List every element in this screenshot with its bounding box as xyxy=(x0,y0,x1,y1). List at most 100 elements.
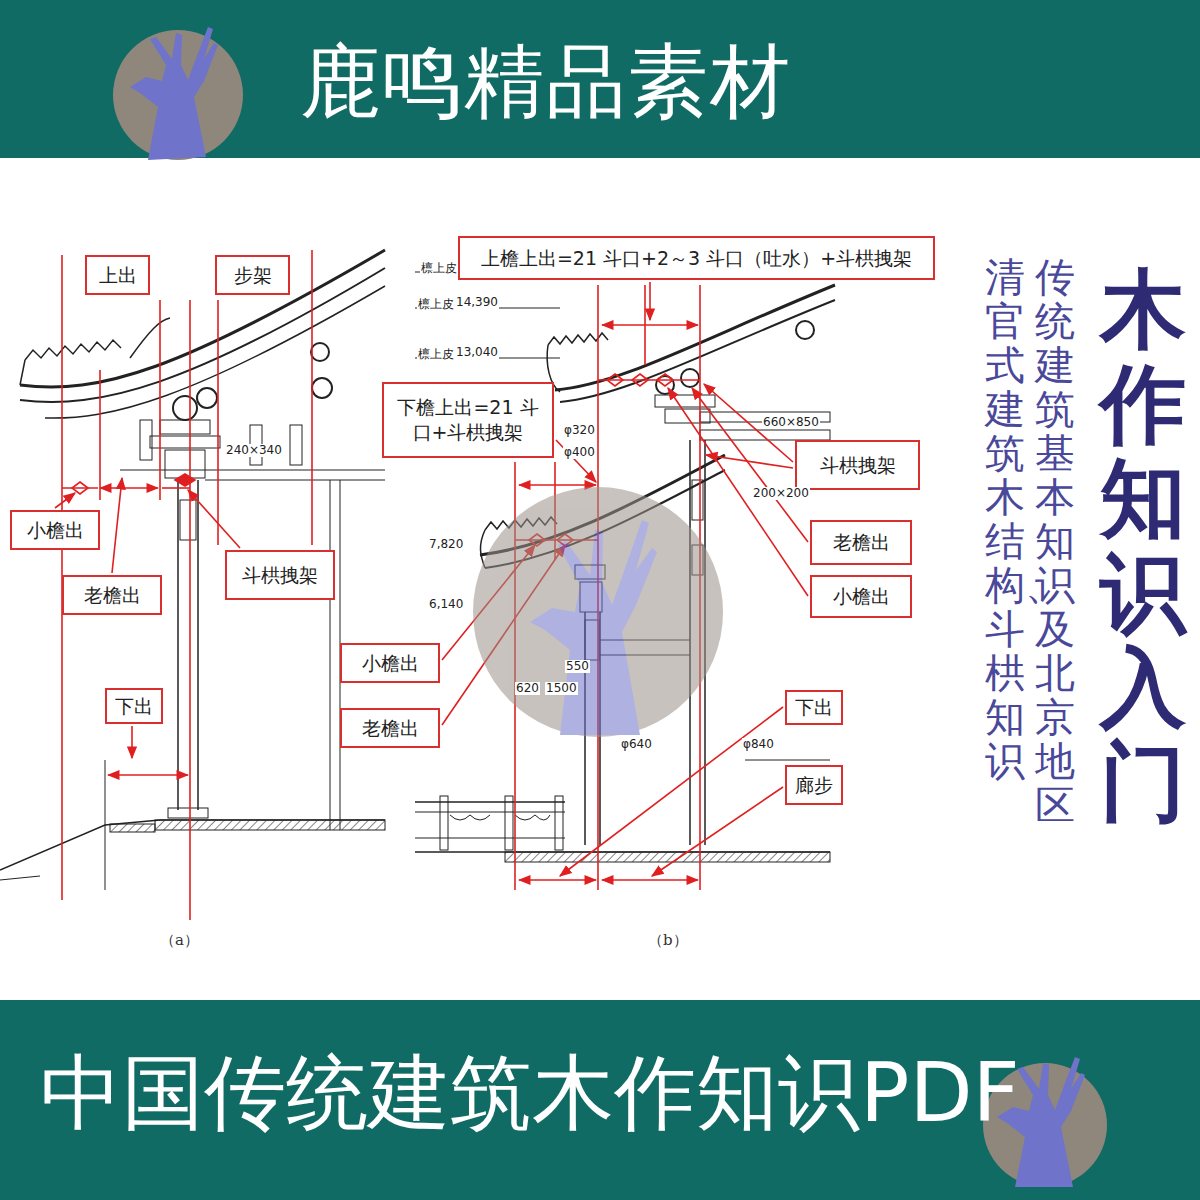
box-text: 老檐出 xyxy=(84,583,141,608)
box-text: 上檐上出=21 斗口+2～3 斗口（吐水）+斗栱拽架 xyxy=(481,246,912,271)
label-box: 斗栱拽架 xyxy=(795,440,920,490)
drawing-rect xyxy=(110,824,155,832)
diameter: φ400 xyxy=(563,446,596,459)
drawing-path xyxy=(0,820,385,870)
label-box: 老檐出 xyxy=(810,520,912,565)
vertical-subtitle: 清官式建筑木结构、斗栱知识 xyxy=(985,255,1025,783)
drawing-line xyxy=(217,300,219,545)
figure-label: （a） xyxy=(160,932,199,949)
dimension: 620 xyxy=(515,682,540,695)
box-text: 小檐出 xyxy=(362,651,419,676)
box-text: 斗栱拽架 xyxy=(820,453,896,478)
drawing-rect xyxy=(180,500,196,540)
drawing-rect xyxy=(290,425,302,465)
drawing-line xyxy=(706,455,793,468)
section-size: 240×340 xyxy=(225,444,283,457)
section-size: 660×850 xyxy=(762,416,820,429)
drawing-b xyxy=(415,272,835,862)
elevation-note: 檩上皮 xyxy=(417,348,455,361)
drawing-line xyxy=(112,478,122,573)
drawing-path xyxy=(25,340,121,360)
vertical-subtitle: 传统建筑基本知识及北京地区 xyxy=(1035,255,1075,827)
label-box: 下檐上出=21 斗口+斗栱拽架 xyxy=(382,382,554,458)
drawing-line xyxy=(519,879,596,881)
label-box: 步架 xyxy=(215,255,290,295)
label-box: 小檐出 xyxy=(10,510,100,550)
drawing-line xyxy=(602,324,698,326)
drawing-rect xyxy=(555,796,563,850)
drawing-polygon xyxy=(657,374,673,386)
label-box: 下出 xyxy=(785,690,843,725)
drawing-rect xyxy=(505,852,830,862)
drawing-line xyxy=(649,282,651,320)
drawing-line xyxy=(188,490,240,548)
drawing-line xyxy=(131,726,133,758)
box-text: 下出 xyxy=(115,694,153,719)
watermark xyxy=(473,487,723,737)
drawing-path xyxy=(45,286,385,418)
section-size: 200×200 xyxy=(752,487,810,500)
drawing-path xyxy=(548,333,608,345)
drawing-rect xyxy=(140,420,152,460)
vertical-heading: 木作知识入门 xyxy=(1100,262,1186,830)
elevation-note: 檩上皮 xyxy=(417,298,455,311)
box-text: 廊步 xyxy=(795,773,833,798)
elevation-value: 7,820 xyxy=(428,538,464,551)
drawing-line xyxy=(55,493,75,508)
drawing-line xyxy=(62,487,98,489)
drawing-circle xyxy=(796,321,814,339)
drawing-circle xyxy=(681,369,699,387)
box-text: 老檐出 xyxy=(362,716,419,741)
dimension: 550 xyxy=(565,660,590,673)
drawing-line xyxy=(108,774,188,776)
box-text: 小檐出 xyxy=(27,518,84,543)
drawing-a xyxy=(0,250,385,880)
drawing-rect xyxy=(440,796,448,850)
drawing-polygon xyxy=(72,482,88,494)
dimension-lines-b xyxy=(442,282,808,890)
page-title: 鹿鸣精品素材 xyxy=(300,38,792,126)
diameter: φ320 xyxy=(563,424,596,437)
drawing-circle xyxy=(312,378,332,398)
label-box: 上檐上出=21 斗口+2～3 斗口（吐水）+斗栱拽架 xyxy=(458,236,935,280)
box-text: 小檐出 xyxy=(833,584,890,609)
label-box: 下出 xyxy=(105,688,163,724)
box-text: 下檐上出=21 斗口+斗栱拽架 xyxy=(392,395,544,444)
label-box: 老檐出 xyxy=(62,575,162,615)
box-text: 步架 xyxy=(234,263,272,288)
drawing-line xyxy=(415,812,565,813)
drawing-path xyxy=(20,250,385,387)
elevation-value: 6,140 xyxy=(428,598,464,611)
drawing-line xyxy=(311,250,313,545)
drawing-polygon xyxy=(607,374,623,386)
drawing-path xyxy=(20,318,170,385)
dimension: 1500 xyxy=(545,682,578,695)
box-text: 老檐出 xyxy=(833,530,890,555)
drawing-line xyxy=(0,876,40,880)
drawing-circle xyxy=(473,487,723,737)
drawing-line xyxy=(105,760,106,890)
drawing-path xyxy=(175,474,195,486)
drawing-rect xyxy=(160,420,210,434)
drawing-line xyxy=(100,487,158,489)
drawing-line xyxy=(177,480,179,810)
drawing-line xyxy=(745,760,830,761)
elevation-note: 檩上皮 xyxy=(420,262,458,275)
label-box: 斗栱拽架 xyxy=(225,550,335,600)
drawing-rect xyxy=(505,796,513,850)
drawing-line xyxy=(159,300,161,500)
drawing-line xyxy=(415,801,565,803)
label-box: 小檐出 xyxy=(810,575,912,618)
label-box: 上出 xyxy=(85,255,150,295)
elevation-value: 13,040 xyxy=(455,346,499,359)
drawing-circle xyxy=(197,388,217,408)
drawing-g xyxy=(113,27,243,160)
diameter: φ840 xyxy=(742,738,775,751)
elevation-value: 14,390 xyxy=(455,296,499,309)
drawing-polygon xyxy=(632,374,648,386)
drawing-line xyxy=(415,838,565,839)
drawing-rect xyxy=(655,395,715,407)
drawing-line xyxy=(330,480,331,830)
figure-label: （b） xyxy=(648,932,688,949)
